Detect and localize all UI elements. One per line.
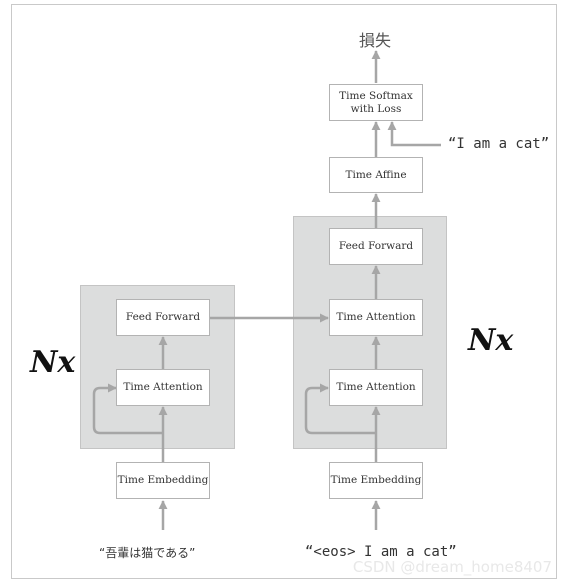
decoder-time-attention-lower-box: Time Attention bbox=[329, 369, 423, 406]
arrow-dec-residual bbox=[304, 383, 376, 435]
encoder-feed-forward-box: Feed Forward bbox=[116, 299, 210, 336]
decoder-time-embedding-box: Time Embedding bbox=[329, 462, 423, 499]
figure-frame bbox=[11, 4, 557, 579]
loss-label: 損失 bbox=[359, 31, 392, 50]
encoder-time-embedding-box: Time Embedding bbox=[116, 462, 210, 499]
decoder-input-text: “<eos> I am a cat” bbox=[305, 544, 457, 560]
encoder-repeat-label: Nx bbox=[30, 345, 76, 380]
decoder-time-attention-upper-box: Time Attention bbox=[329, 299, 423, 336]
encoder-input-text: “吾輩は猫である” bbox=[99, 546, 196, 560]
decoder-repeat-label: Nx bbox=[468, 323, 514, 358]
decoder-feed-forward-box: Feed Forward bbox=[329, 228, 423, 265]
time-softmax-with-loss-box: Time Softmax with Loss bbox=[329, 84, 423, 121]
arrow-target-to-softmax bbox=[387, 121, 441, 147]
softmax-line-2: with Loss bbox=[350, 102, 402, 115]
softmax-line-1: Time Softmax bbox=[339, 89, 413, 102]
encoder-time-attention-box: Time Attention bbox=[116, 369, 210, 406]
time-affine-box: Time Affine bbox=[329, 157, 423, 193]
watermark: CSDN @dream_home8407 bbox=[352, 558, 552, 576]
arrow-enc-residual bbox=[92, 383, 163, 435]
target-text: “I am a cat” bbox=[448, 136, 550, 152]
